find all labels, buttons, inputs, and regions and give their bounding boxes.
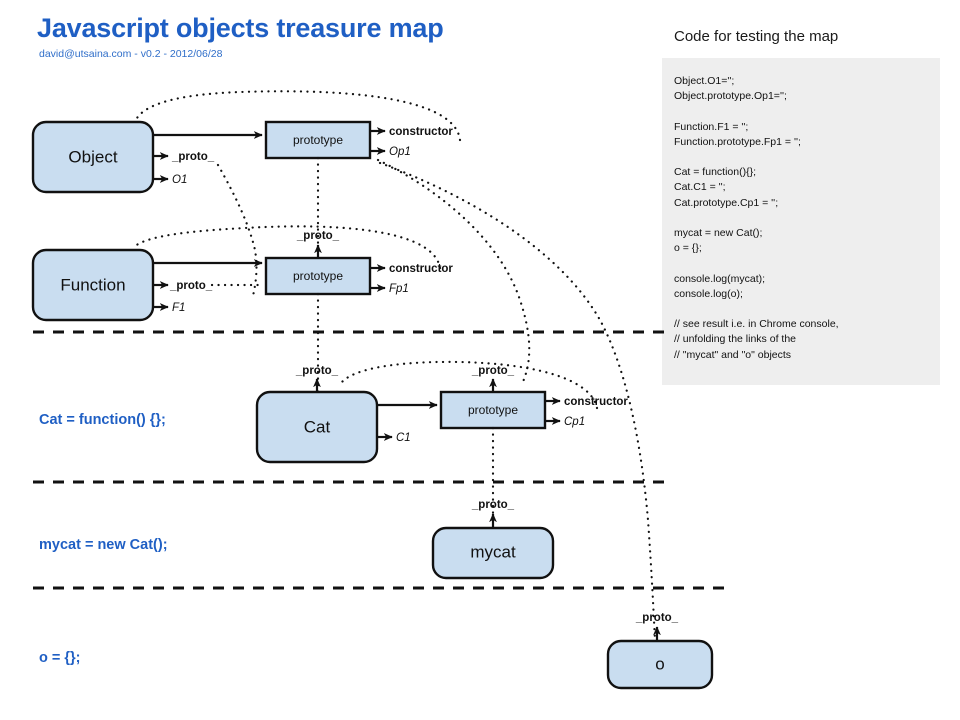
side-label-cat: Cat = function() {};: [39, 412, 166, 428]
code-panel-heading: Code for testing the map: [674, 28, 839, 45]
prop-object-proto: _proto_: [171, 151, 215, 163]
code-panel-text: Object.O1=''; Object.prototype.Op1=''; F…: [674, 75, 839, 361]
dotted-objproto-constructor-to-object: [135, 90, 462, 142]
dotted-funcproto-constructor-to-function: [131, 225, 442, 270]
side-label-mycat: mycat = new Cat();: [39, 537, 168, 553]
dotted-catproto-constructor-to-cat: [340, 360, 599, 410]
dotted-right-trunk-to-o: [378, 161, 657, 642]
side-label-o: o = {};: [39, 650, 81, 666]
prop-cat-prototype-constructor: constructor: [564, 396, 628, 408]
prop-object-prototype-constructor: constructor: [389, 126, 453, 138]
prototype-box-object[interactable]: [264, 120, 372, 160]
node-label-function: Function: [60, 275, 125, 294]
node-box-o[interactable]: [606, 639, 714, 690]
code-panel-background: [662, 58, 940, 385]
prop-function-prototype-constructor: constructor: [389, 263, 453, 275]
page-subtitle: david@utsaina.com - v0.2 - 2012/06/28: [39, 48, 223, 60]
prop-function-proto: _proto_: [169, 280, 213, 292]
prop-cat-c1: C1: [396, 432, 411, 444]
prop-function-f1: F1: [172, 302, 185, 314]
node-label-cat: Cat: [304, 417, 331, 436]
proto-label-function-prototype: _proto_: [296, 230, 340, 242]
prototype-label-object: prototype: [293, 133, 343, 147]
prototype-label-cat: prototype: [468, 403, 518, 417]
page-title: Javascript objects treasure map: [37, 13, 444, 43]
proto-label-cat-prototype: _proto_: [471, 365, 515, 377]
prop-function-prototype-fp1: Fp1: [389, 283, 409, 295]
prop-object-o1: O1: [172, 174, 187, 186]
prototype-label-function: prototype: [293, 269, 343, 283]
prop-object-prototype-op1: Op1: [389, 146, 411, 158]
proto-label-mycat: _proto_: [471, 499, 515, 511]
proto-label-cat: _proto_: [295, 365, 339, 377]
dotted-object-proto-down: [216, 163, 258, 298]
node-label-object: Object: [68, 147, 117, 166]
proto-label-o: _proto_: [635, 612, 679, 624]
node-label-o: o: [655, 654, 664, 673]
node-label-mycat: mycat: [470, 542, 516, 561]
prop-cat-prototype-cp1: Cp1: [564, 416, 585, 428]
